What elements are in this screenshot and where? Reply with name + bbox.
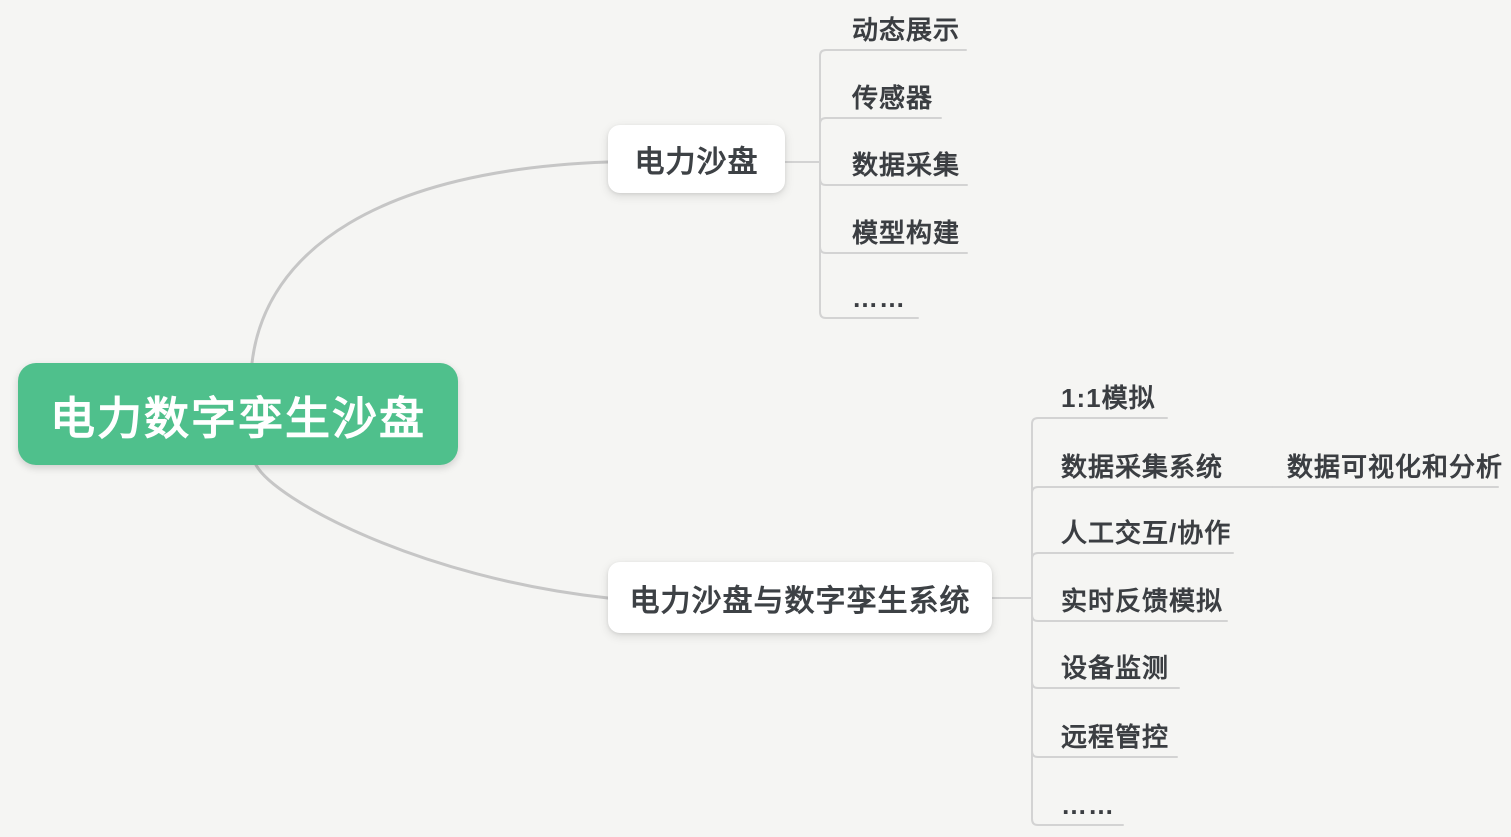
subtopic-data-collection-system[interactable]: 数据采集系统 <box>1061 452 1224 482</box>
subtopic-ellipsis-2[interactable]: …… <box>1061 790 1115 820</box>
connector-branch2-child2 <box>1031 486 1274 599</box>
connector-branch2-child7 <box>1031 597 1124 826</box>
subtopic-1-1-simulation[interactable]: 1:1模拟 <box>1061 383 1156 413</box>
subtopic-data-visualization-analysis[interactable]: 数据可视化和分析 <box>1287 452 1504 482</box>
subtopic-realtime-feedback-simulation[interactable]: 实时反馈模拟 <box>1061 586 1224 616</box>
subtopic-data-collection[interactable]: 数据采集 <box>852 150 961 180</box>
subtopic-ellipsis-1[interactable]: …… <box>852 283 906 313</box>
connector-branch1-child1 <box>819 49 967 163</box>
connector-branch2-child3 <box>1031 552 1234 599</box>
branch-topic-power-sandbox[interactable]: 电力沙盘 <box>608 125 785 193</box>
subtopic-equipment-monitoring[interactable]: 设备监测 <box>1061 653 1170 683</box>
subtopic-remote-control[interactable]: 远程管控 <box>1061 722 1170 752</box>
connector-root-to-branch1 <box>250 160 610 365</box>
subtopic-human-interaction-collaboration[interactable]: 人工交互/协作 <box>1061 518 1232 548</box>
connector-branch2-child1 <box>1031 417 1168 599</box>
connector-branch1-child5 <box>819 161 919 319</box>
connector-branch1-child2 <box>819 117 942 163</box>
root-topic[interactable]: 电力数字孪生沙盘 <box>18 363 458 465</box>
subtopic-model-building[interactable]: 模型构建 <box>852 218 961 248</box>
subtopic-sensors[interactable]: 传感器 <box>852 83 934 113</box>
branch-topic-sandbox-digital-twin-system[interactable]: 电力沙盘与数字孪生系统 <box>608 562 992 633</box>
connector-root-to-branch2 <box>254 463 610 600</box>
subtopic-dynamic-display[interactable]: 动态展示 <box>852 15 961 45</box>
